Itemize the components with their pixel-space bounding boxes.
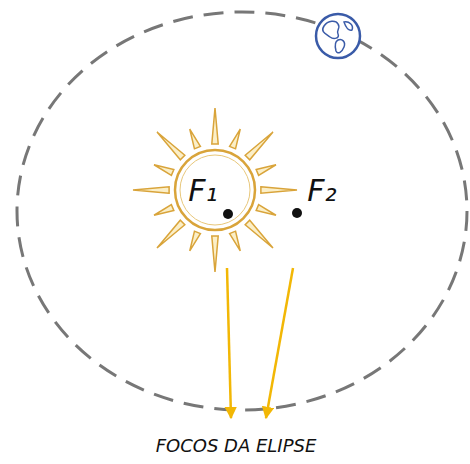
sun-ray (157, 132, 185, 160)
sun-ray (190, 129, 201, 149)
sun-drawing (133, 108, 297, 272)
sun-ray (157, 220, 185, 248)
sun-ray (245, 220, 273, 248)
orbit-ellipse (17, 12, 467, 410)
caption-label: FOCOS DA ELIPSE (156, 436, 317, 456)
focus-dot (223, 209, 233, 219)
sun-ray (261, 187, 297, 193)
sun-ray (256, 165, 276, 176)
sun-disc (175, 150, 255, 230)
sun-ray (190, 231, 201, 251)
sun-ray (154, 165, 174, 176)
focus-label: F₁ (188, 174, 217, 207)
sun-ray (212, 108, 218, 144)
earth-drawing (316, 14, 360, 58)
sun-ray (245, 132, 273, 160)
sun-ray (230, 231, 241, 251)
leader-arrow (266, 268, 293, 418)
sun-ray (133, 187, 169, 193)
sun-ray (256, 205, 276, 216)
focus-label: F₂ (307, 174, 336, 207)
sun-disc-inner (180, 155, 250, 225)
focus-dot (292, 208, 302, 218)
sun-ray (154, 205, 174, 216)
leader-arrow (227, 268, 231, 418)
sun-ray (230, 129, 241, 149)
sun-ray (212, 236, 218, 272)
